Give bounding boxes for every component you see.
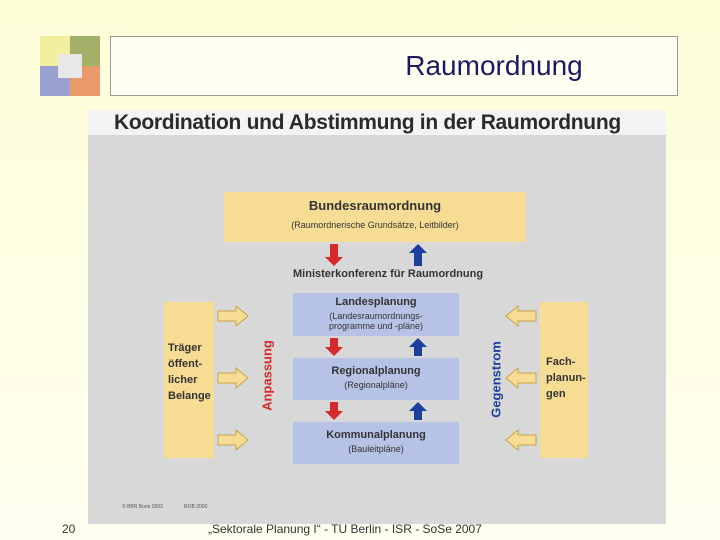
region-title: Regionalplanung [331,365,421,377]
down-arrow-bund [325,244,343,266]
landesplanung-box: Landesplanung (Landesraumordnungs- progr… [293,293,459,336]
copyright-note: © BBR Bonn 2002 [122,504,163,510]
fach-line-2: planun- [546,372,586,384]
down-arrow-region [325,402,343,420]
kommune-subtitle: (Bauleitpläne) [348,444,404,454]
traeger-line-2: öffent- [168,358,203,370]
land-subtitle-1: (Landesraumordnungs- [329,311,423,321]
down-arrow-land [325,338,343,356]
slide-logo [40,36,100,96]
right-arrow-3 [505,428,537,452]
fach-line-1: Fach- [546,356,576,368]
right-arrow-1 [505,304,537,328]
up-arrow-region [409,402,427,420]
kommune-title: Kommunalplanung [326,429,426,441]
land-subtitle-2: programme und -pläne) [328,321,424,331]
left-arrow-1 [217,304,249,328]
traeger-line-3: licher [168,374,198,386]
kommunalplanung-box: Kommunalplanung (Bauleitpläne) [293,422,459,464]
page-number: 20 [62,522,76,536]
region-subtitle: (Regionalpläne) [344,380,408,390]
traeger-box: Träger öffent- licher Belange [164,302,214,458]
bund-subtitle: (Raumordnerische Grundsätze, Leitbilder) [291,220,459,230]
footer-text: „Sektorale Planung I“ - TU Berlin - ISR … [208,522,482,536]
land-title: Landesplanung [335,296,417,308]
slide-title-box: Raumordnung [110,36,678,96]
traeger-line-4: Belange [168,390,211,402]
ministerkonferenz-label: Ministerkonferenz für Raumordnung [293,268,484,280]
left-arrow-2 [217,366,249,390]
up-arrow-land [409,338,427,356]
arrow-layer [217,244,537,452]
diagram-title: Koordination und Abstimmung in der Raumo… [88,110,666,135]
up-arrow-bund [409,244,427,266]
bund-title: Bundesraumordnung [308,198,442,213]
right-arrow-2 [505,366,537,390]
traeger-line-1: Träger [168,342,202,354]
fachplanungen-box: Fach- planun- gen [540,302,588,458]
fach-line-3: gen [546,388,566,400]
left-arrow-3 [217,428,249,452]
copyright-code: ROB 2000 [184,504,208,510]
regionalplanung-box: Regionalplanung (Regionalpläne) [293,358,459,400]
bundesraumordnung-box: Bundesraumordnung (Raumordnerische Grund… [224,192,526,242]
slide-title: Raumordnung [405,50,583,81]
diagram-figure: Koordination und Abstimmung in der Raumo… [88,110,666,524]
